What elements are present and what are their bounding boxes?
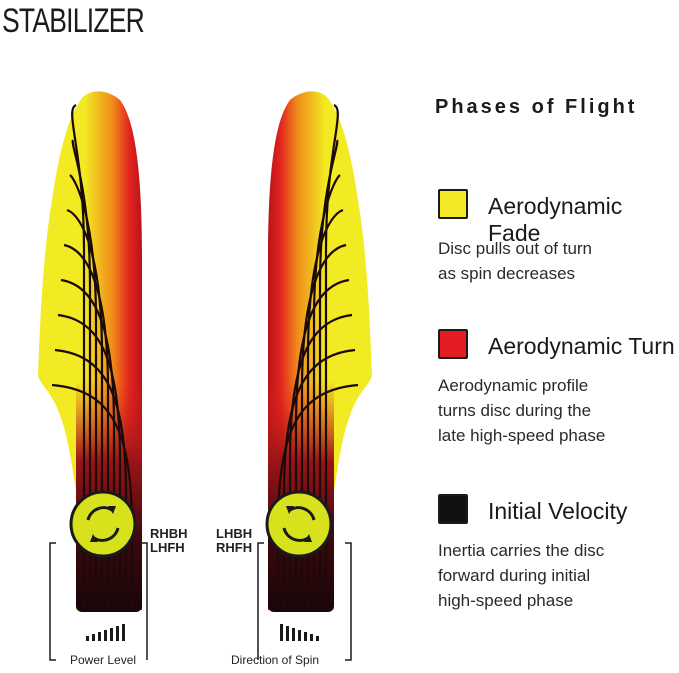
trajectory-line [300, 243, 347, 610]
trajectory-line [294, 278, 350, 610]
legend-desc-line: late high-speed phase [438, 426, 606, 445]
legend-desc-line: as spin decreases [438, 264, 576, 283]
legend-desc-turn: Aerodynamic profile turns disc during th… [438, 373, 668, 448]
left-trajectory-lines [51, 103, 134, 610]
trajectory-line [54, 348, 128, 610]
legend-label-velocity: Initial Velocity [488, 498, 628, 524]
rotation-label: LHBH [216, 526, 253, 541]
legend-swatch-velocity [438, 494, 468, 524]
rotation-label: RHFH [216, 540, 253, 555]
trajectory-line [60, 278, 116, 610]
right-rotation-circle [265, 490, 333, 558]
legend-title: Phases of Flight [435, 96, 638, 118]
trajectory-line [324, 103, 339, 610]
right-rotation-labels: LHBH RHFH [216, 527, 252, 555]
legend-desc-line: Disc pulls out of turn [438, 239, 593, 258]
trajectory-line [69, 174, 98, 610]
trajectory-line [63, 243, 110, 610]
power-bars-icon [86, 624, 125, 641]
left-rotation-circle [69, 490, 137, 558]
legend-desc-line: forward during initial [438, 566, 591, 585]
legend-desc-fade: Disc pulls out of turn as spin decreases [438, 236, 668, 286]
trajectory-line [312, 174, 341, 610]
trajectory-line [57, 313, 122, 610]
legend-label-fade: Aerodynamic Fade [488, 193, 623, 246]
left-rotation-labels: RHBH LHFH [150, 527, 188, 555]
legend-desc-line: Aerodynamic profile [438, 376, 589, 395]
spin-bars-icon [280, 624, 319, 641]
page-title: STABILIZER [2, 2, 145, 40]
power-level-label: Power Level [70, 653, 137, 667]
trajectory-line [288, 313, 353, 610]
rotation-label: RHBH [150, 526, 188, 541]
rotation-label: LHFH [150, 540, 185, 555]
trajectory-line [66, 208, 104, 610]
trajectory-line [71, 103, 86, 610]
rotation-arrows-icon [282, 506, 316, 542]
legend-label-turn: Aerodynamic Turn [488, 333, 675, 359]
legend-swatch-turn [438, 329, 468, 359]
legend-desc-line: turns disc during the [438, 401, 592, 420]
rotation-arrows-icon [86, 506, 120, 542]
trajectory-line [282, 348, 356, 610]
spin-bracket [257, 542, 352, 661]
direction-of-spin-label: Direction of Spin [231, 653, 320, 667]
legend-desc-line: Inertia carries the disc [438, 541, 605, 560]
power-bracket [49, 542, 148, 661]
trajectory-line [306, 208, 344, 610]
legend-swatch-fade [438, 189, 468, 219]
legend-desc-velocity: Inertia carries the disc forward during … [438, 538, 668, 613]
legend-desc-line: high-speed phase [438, 591, 574, 610]
